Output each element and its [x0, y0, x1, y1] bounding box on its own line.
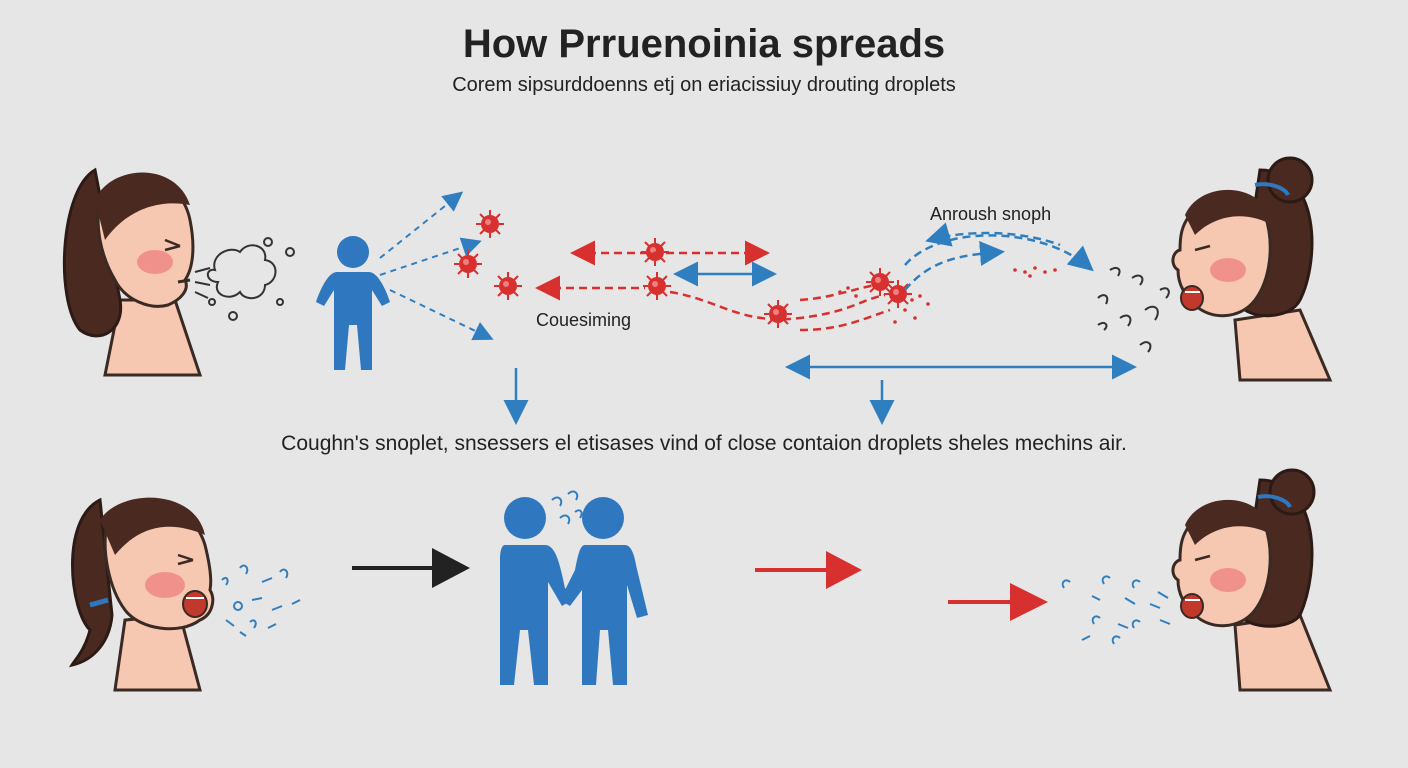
woman-coughing-bottom-right [1171, 468, 1333, 692]
label-top-right: Anroush snoph [930, 204, 1052, 224]
spread-arrows-fan [379, 191, 494, 341]
cough-breath-lines [1097, 266, 1170, 353]
person-icon-top [316, 236, 390, 370]
label-middle: Couesiming [536, 310, 632, 330]
droplet-spray-bottom-right [1061, 575, 1171, 645]
red-droplet-spray [838, 266, 1057, 324]
sneeze-cloud [194, 237, 295, 321]
black-arrow [352, 548, 470, 588]
virus-icon [475, 209, 505, 239]
page-subtitle: Corem sipsurddoenns etj on eriacissiuy d… [452, 74, 956, 96]
woman-coughing-top-right [1171, 156, 1333, 382]
droplet-spray-bottom-left [221, 564, 301, 637]
virus-icon [493, 271, 523, 301]
red-arrows-bottom [755, 551, 1048, 621]
breath-lines-between-people [551, 490, 583, 525]
page-title: How Prruenoinia spreads [462, 22, 946, 66]
diagram-caption: Coughn's snoplet, snsessers el etisases … [281, 432, 1127, 455]
blue-curved-arrows [904, 222, 1094, 291]
virus-particles [453, 209, 913, 329]
virus-icon [763, 299, 793, 329]
virus-icon [883, 279, 913, 309]
virus-icon [453, 249, 483, 279]
woman-sneezing-top-left [62, 167, 203, 377]
blue-contact-arrows [503, 261, 1137, 425]
virus-icon [642, 271, 672, 301]
two-people-contact-icon [500, 497, 648, 685]
woman-coughing-bottom-left [68, 497, 215, 692]
